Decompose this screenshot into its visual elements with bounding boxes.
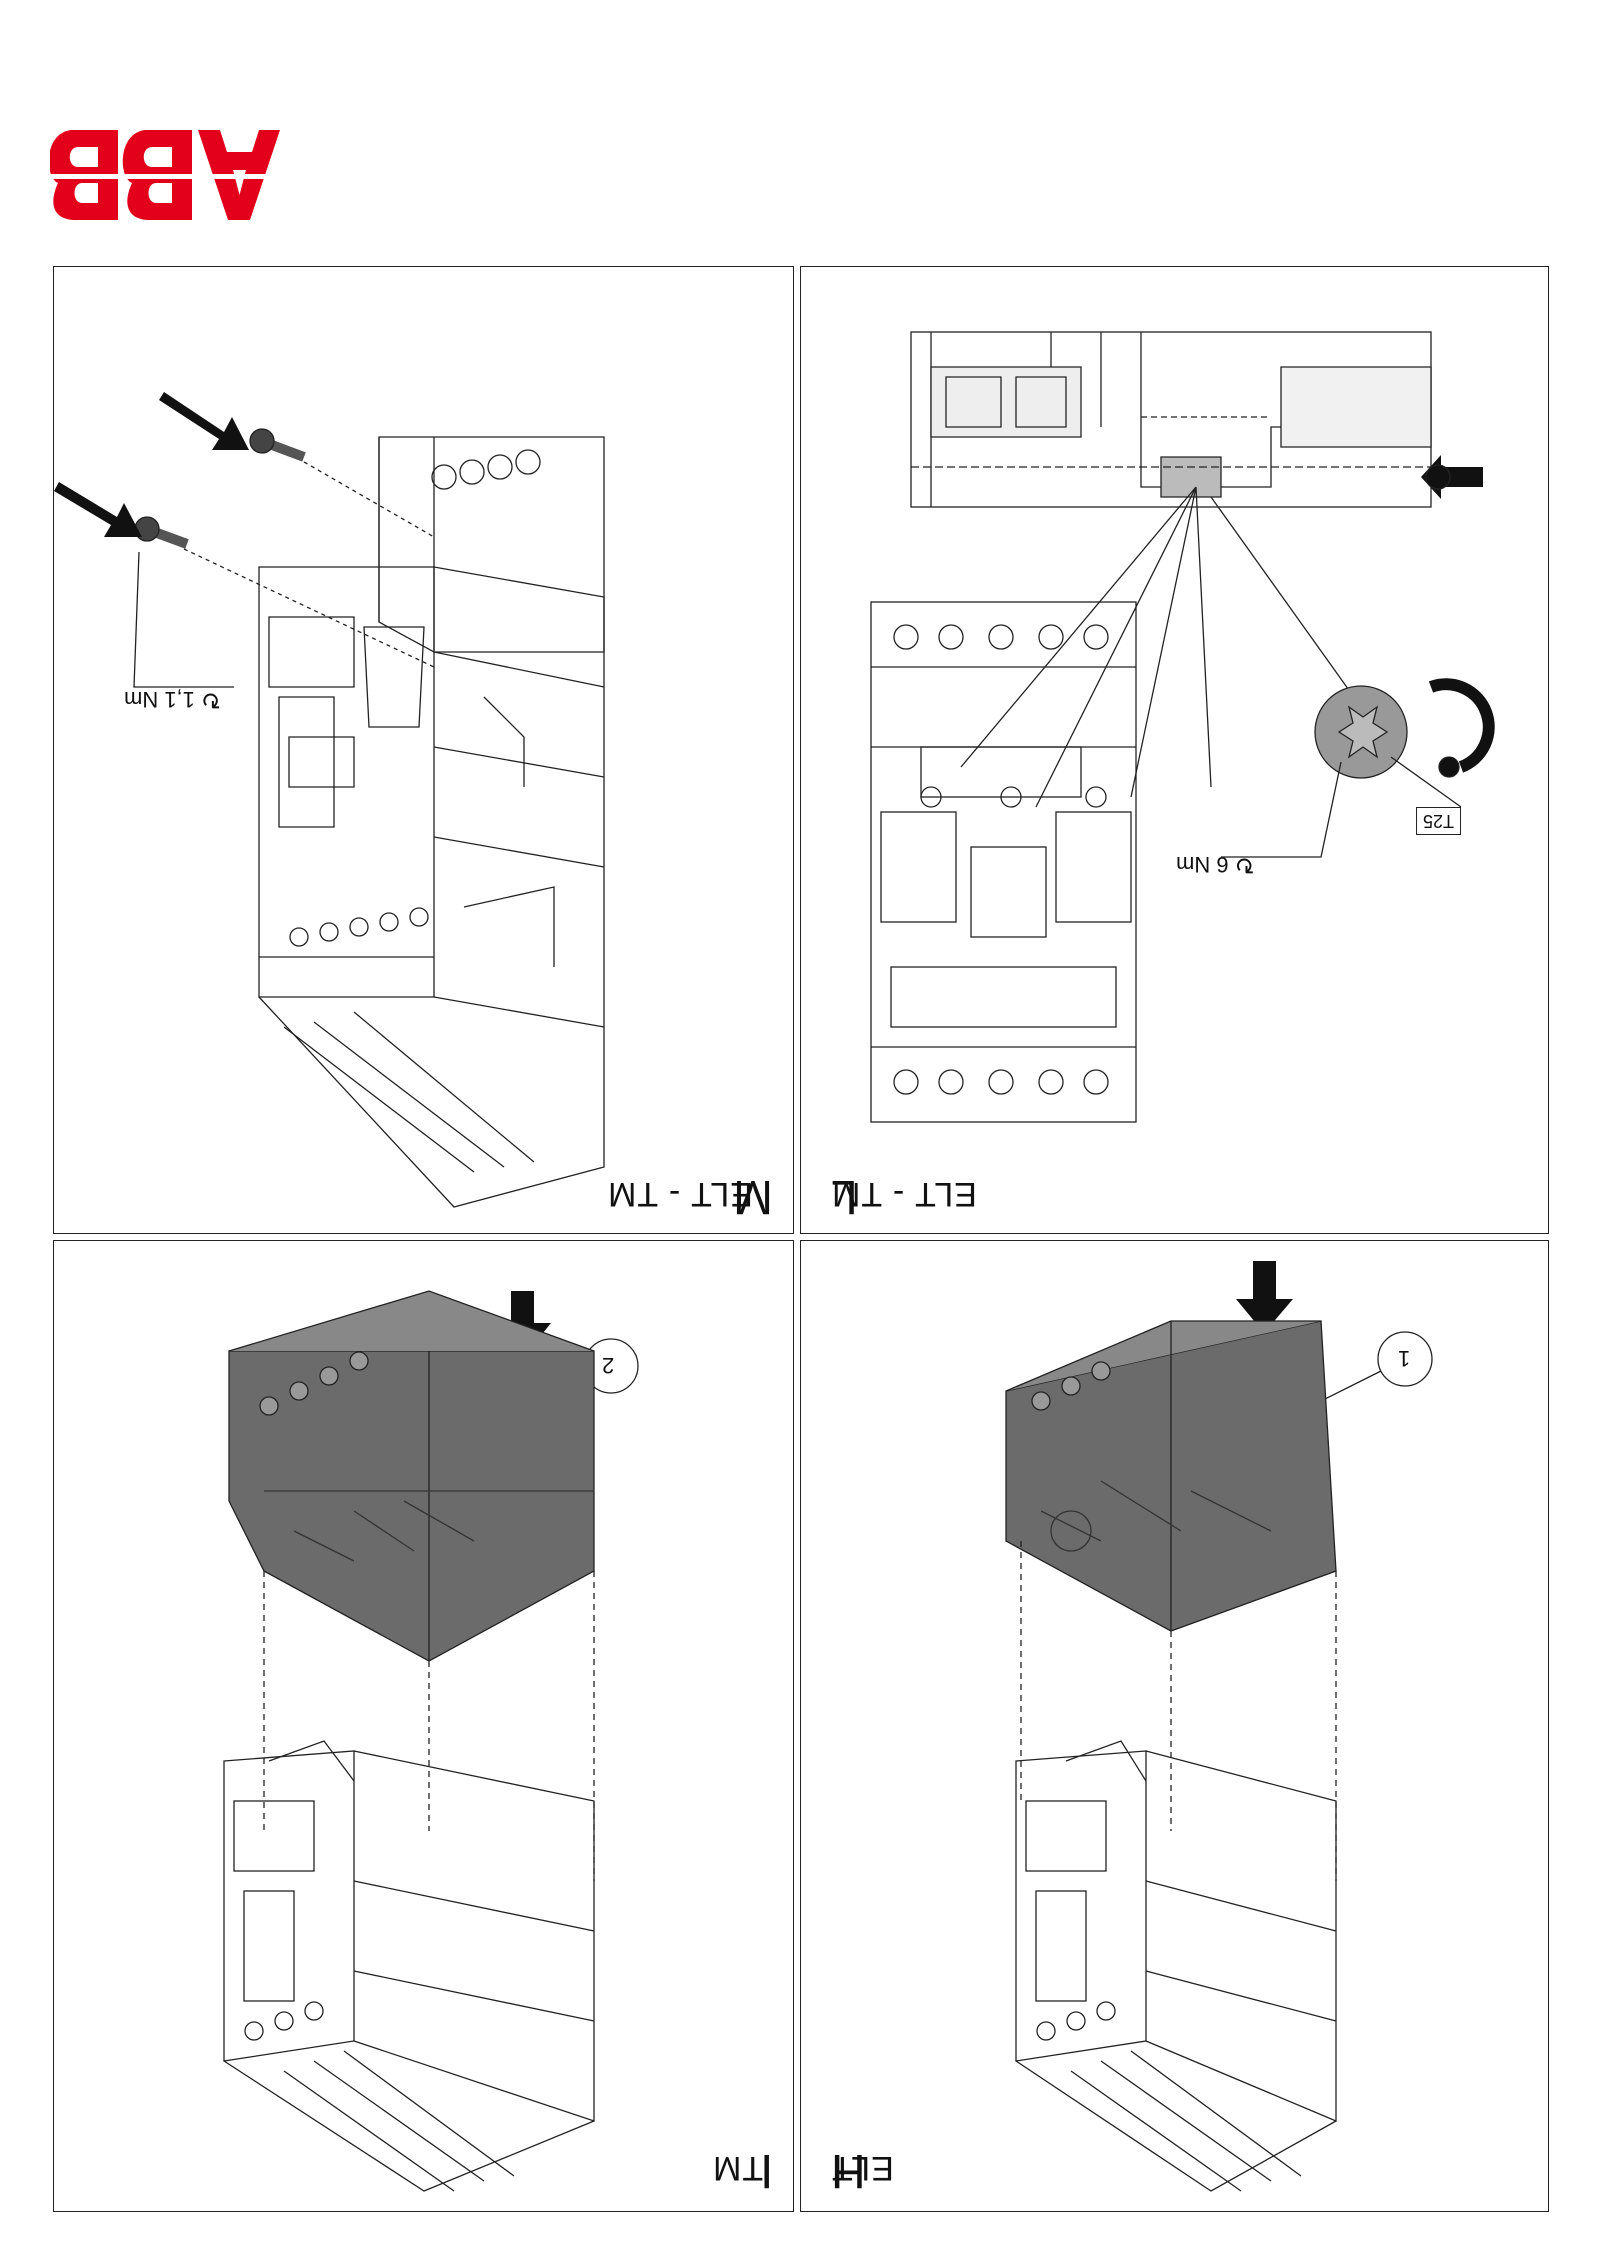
callout-number: 1 [1398, 1346, 1411, 1371]
panel-h: H ELT 1 [800, 1240, 1549, 2212]
breaker-drawing [870, 331, 1495, 1123]
breaker-drawing [1005, 1261, 1433, 2192]
screw-icon [249, 428, 306, 462]
panel-l: L ELT - TM ↻ 6 Nm T25 [800, 266, 1549, 1234]
breaker-drawing [223, 1290, 639, 2192]
rotate-arrow-icon [1428, 678, 1495, 778]
screw-icon [134, 516, 189, 549]
callout-number: 2 [602, 1353, 615, 1378]
arrow-icon [54, 482, 142, 537]
panel-i: I TM 2 [53, 1240, 794, 2212]
panel-m: M ELT - TM ↻ 1,1 Nm [53, 266, 794, 1234]
abb-logo [50, 130, 290, 220]
arrow-icon [1236, 1261, 1293, 1333]
breaker-drawing [54, 392, 605, 1208]
arrow-icon [159, 392, 249, 450]
